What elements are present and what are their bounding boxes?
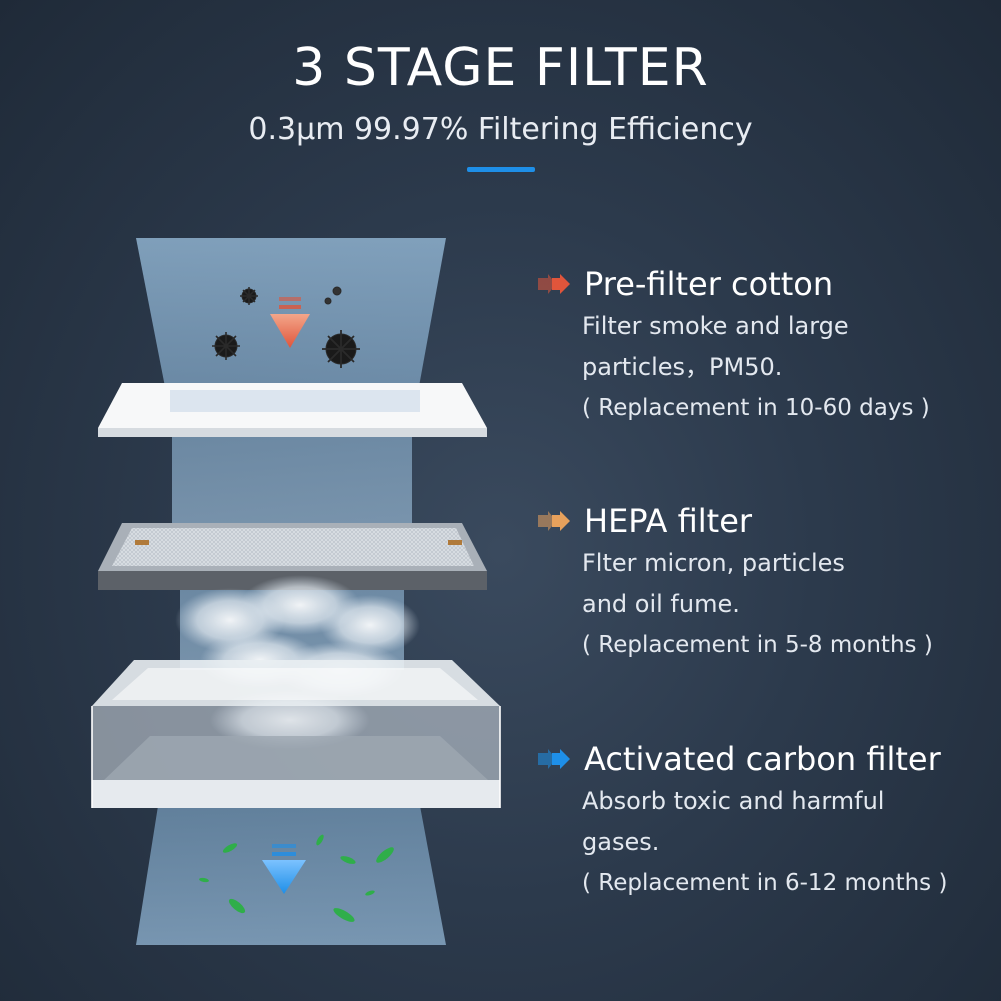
stage-pre-filter: Pre-filter cotton Filter smoke and large…: [538, 262, 978, 429]
stage-activated-carbon: Activated carbon filter Absorb toxic and…: [538, 737, 978, 904]
page-title: 3 STAGE FILTER: [292, 38, 709, 98]
stage-hepa: HEPA filter Flter micron, particles and …: [538, 499, 978, 666]
activated-carbon-layer: [91, 660, 501, 808]
pre-filter-cotton-layer: [98, 383, 487, 437]
double-chevron-right-icon: [538, 511, 570, 531]
stage-title: Pre-filter cotton: [584, 265, 834, 303]
stage-description: particles，PM50.: [582, 353, 783, 381]
stage-title: Activated carbon filter: [584, 740, 941, 778]
double-chevron-right-icon: [538, 274, 570, 294]
page-subtitle: 0.3μm 99.97% Filtering Efficiency: [248, 112, 753, 147]
stage-description: Flter micron, particles: [582, 549, 845, 577]
stage-description: Filter smoke and large: [582, 312, 849, 340]
stage-replacement-note: ( Replacement in 10-60 days ): [582, 395, 930, 421]
stage-description: and oil fume.: [582, 590, 740, 618]
air-beam-middle: [172, 436, 412, 530]
stage-replacement-note: ( Replacement in 6-12 months ): [582, 870, 948, 896]
stage-title: HEPA filter: [584, 502, 753, 540]
stage-description: gases.: [582, 828, 660, 856]
arrow-down-icon: [262, 844, 306, 894]
double-chevron-right-icon: [538, 749, 570, 769]
stage-replacement-note: ( Replacement in 5-8 months ): [582, 632, 933, 658]
hepa-filter-layer: [98, 523, 487, 590]
title-accent-bar: [467, 167, 535, 172]
arrow-down-icon: [270, 297, 310, 348]
dust-particle-icon: [212, 286, 360, 368]
leaf-icon: [199, 834, 394, 922]
stage-description: Absorb toxic and harmful: [582, 787, 885, 815]
